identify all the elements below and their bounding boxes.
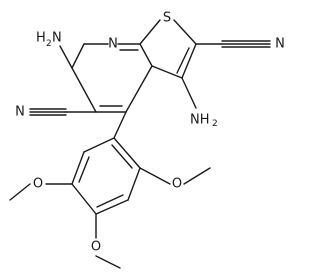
bond-ph6-inner: [111, 144, 133, 169]
bond-c2-c3-inner: [176, 47, 190, 74]
bond-c6-c6top: [71, 43, 85, 69]
amino-top-subscript: 2: [46, 39, 52, 49]
bond-o-ch3-bottom: [95, 255, 121, 269]
nitrile-left: [29, 108, 97, 116]
bond-ph5-o: [139, 167, 171, 185]
atom-o-methoxy-right: O: [172, 177, 182, 192]
chemical-structure-diagram: N S H 2 N NH 2 N N O O O: [9, 11, 285, 269]
bond-ph1: [83, 137, 115, 153]
atom-n-pyridine: N: [108, 37, 118, 52]
atom-o-methoxy-bottom: O: [91, 240, 101, 255]
methoxy-bottom: [95, 213, 121, 269]
bond-c6-nh2: [59, 45, 73, 69]
amino-group-right: NH 2: [190, 113, 218, 130]
nitrile-right: [195, 40, 271, 48]
bond-s-c2: [173, 19, 197, 45]
bond-c3-nh2: [181, 77, 197, 109]
bond-ph2-inner: [78, 156, 90, 183]
pyridine-ring: [71, 43, 153, 113]
bond-c7a-c3a: [139, 43, 153, 67]
bond-ph4-inner: [96, 194, 124, 208]
phenyl-ring: [71, 137, 141, 215]
atom-s-thiophene: S: [163, 11, 171, 26]
bond-c3-c3a: [151, 65, 183, 79]
bond-ph4: [95, 199, 129, 215]
amino-group-top: H 2 N: [36, 31, 62, 50]
bond-c5-c6: [71, 67, 97, 113]
bond-ph5: [127, 167, 141, 201]
bond-c4-phenyl: [113, 111, 127, 139]
methoxy-left: [9, 183, 73, 201]
bond-c3a-c4: [125, 65, 153, 113]
methoxy-right: [139, 167, 211, 185]
atom-n-nitrile-left: N: [15, 105, 25, 120]
amino-top-n: N: [52, 31, 62, 46]
thiophene-ring: [139, 19, 197, 79]
atom-o-methoxy-left: O: [33, 177, 43, 192]
bond-c2-c3: [181, 43, 197, 79]
atom-n-nitrile-right: N: [275, 37, 285, 52]
bond-ph3: [71, 183, 97, 215]
amino-right-subscript: 2: [212, 119, 218, 129]
bond-o-ch3-left: [9, 183, 31, 201]
amino-right-nh: NH: [190, 113, 210, 128]
bond-o-ch3-right: [183, 167, 211, 185]
amino-top-h: H: [36, 31, 46, 46]
bond-ph6: [113, 137, 141, 169]
bond-c7a-s: [139, 19, 161, 45]
bond-ph2: [71, 151, 85, 185]
